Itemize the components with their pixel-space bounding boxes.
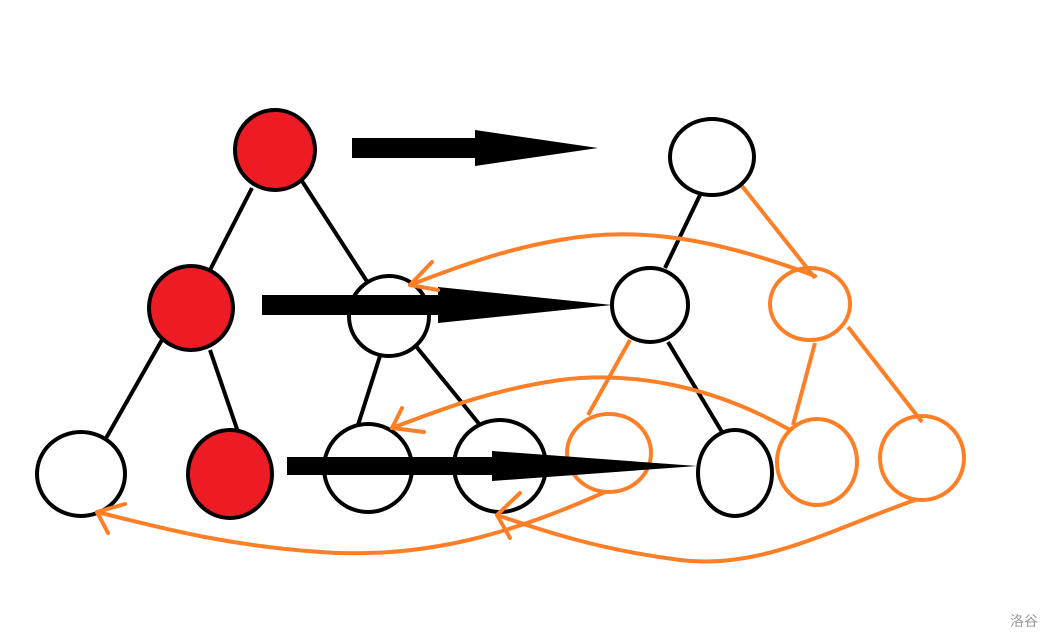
node-new-root	[668, 117, 756, 197]
edge	[791, 342, 817, 426]
edge	[298, 176, 370, 285]
arrowhead	[390, 406, 426, 434]
pointer-right	[408, 232, 817, 287]
edge	[208, 349, 240, 433]
left-tree-edges	[103, 176, 724, 441]
arrow-left-copy	[262, 287, 612, 323]
pointer-right-right	[495, 498, 917, 564]
arrowhead	[495, 491, 522, 540]
edge	[663, 194, 702, 269]
reuse-pointers	[95, 232, 917, 564]
arrowhead	[95, 502, 127, 535]
right-tree-orange-edges	[586, 184, 924, 426]
edge	[413, 343, 482, 427]
node-shared-right-right	[878, 414, 966, 502]
node-shared-left-left	[565, 412, 653, 494]
right-tree-orange-nodes	[565, 266, 966, 507]
node-shared-right	[768, 266, 852, 342]
pointer-left-left	[95, 490, 607, 556]
node-root-red	[233, 108, 317, 192]
node-left-red	[147, 264, 235, 352]
arrow-left-right-copy	[287, 451, 697, 481]
edge	[208, 187, 254, 271]
arrowhead	[408, 260, 440, 292]
pointer-right-left	[390, 375, 792, 432]
edge	[846, 325, 924, 424]
edge	[356, 355, 382, 426]
node-shared-right-left	[775, 417, 859, 507]
arrow-root-copy	[352, 130, 598, 166]
copy-arrows	[262, 130, 697, 481]
edge	[740, 184, 817, 280]
edge	[103, 337, 165, 441]
node-left-left	[35, 430, 127, 518]
node-new-left-right	[696, 428, 774, 518]
right-tree-black-nodes	[610, 117, 774, 518]
node-left-right-red	[186, 428, 274, 520]
node-new-left	[610, 266, 690, 344]
watermark: 洛谷	[1010, 614, 1038, 630]
edge	[666, 340, 724, 434]
